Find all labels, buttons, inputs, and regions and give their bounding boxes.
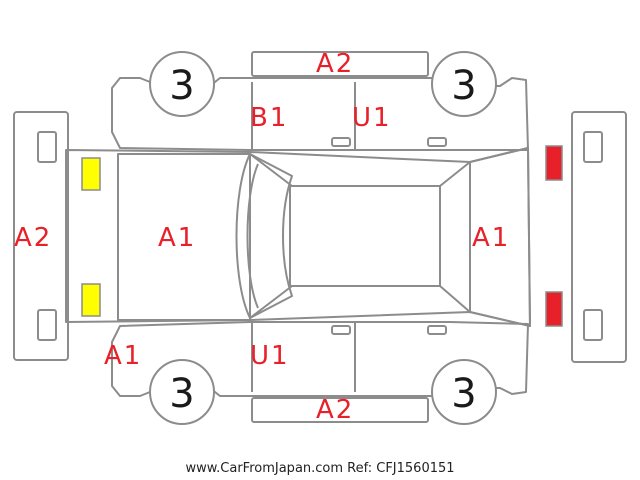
label-front-corner: A1 <box>104 341 142 371</box>
label-roof-top: A2 <box>316 49 354 79</box>
front-bumper <box>13 111 69 361</box>
wheel-rear-right-number: 3 <box>451 371 476 417</box>
roof-bottom-strip <box>251 397 429 423</box>
door-handle <box>331 137 351 147</box>
wheel-front-right: 3 <box>149 359 215 425</box>
label-front-left-door: B1 <box>250 103 288 133</box>
label-hood: A1 <box>158 223 196 253</box>
trunk-panel <box>469 147 531 327</box>
door-handle <box>331 325 351 335</box>
car-body-top <box>65 147 531 327</box>
rear-bumper <box>571 111 627 363</box>
roof-panel <box>289 185 441 287</box>
wheel-rear-left: 3 <box>431 51 497 117</box>
taillight-left <box>545 145 563 181</box>
label-trunk: A1 <box>472 223 510 253</box>
wheel-rear-right: 3 <box>431 359 497 425</box>
rear-window <box>439 161 471 313</box>
label-front-right-door: U1 <box>250 341 290 371</box>
door-handle <box>427 137 447 147</box>
label-front-bumper: A2 <box>14 223 52 253</box>
wheel-rear-left-number: 3 <box>451 63 476 109</box>
headlight-right <box>81 283 101 317</box>
headlight-left <box>81 157 101 191</box>
door-handle <box>427 325 447 335</box>
roof-top-strip <box>251 51 429 77</box>
wheel-front-right-number: 3 <box>169 371 194 417</box>
hood-panel <box>117 153 251 321</box>
label-rear-left-door: U1 <box>352 103 392 133</box>
wheel-front-left: 3 <box>149 51 215 117</box>
footer-reference: www.CarFromJapan.com Ref: CFJ1560151 <box>185 461 454 476</box>
label-roof-bottom: A2 <box>316 395 354 425</box>
wheel-front-left-number: 3 <box>169 63 194 109</box>
taillight-right <box>545 291 563 327</box>
